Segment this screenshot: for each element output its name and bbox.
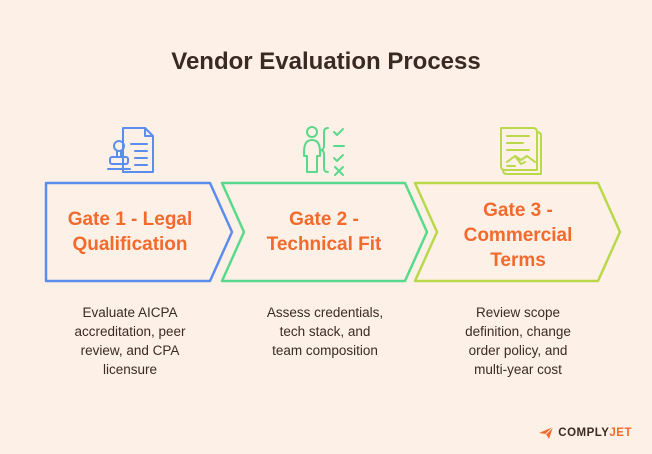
gate-3-label-line2: Commercial <box>463 225 573 246</box>
brand-name-part2: JET <box>609 427 632 439</box>
gate-1-chevron <box>44 181 234 283</box>
gate-3-description: Review scope definition, change order po… <box>433 303 603 379</box>
contract-handshake-icon <box>500 127 542 175</box>
person-checklist-icon <box>303 126 345 176</box>
gate-2-label-line1: Gate 2 - <box>289 209 359 230</box>
gate-2-description: Assess credentials, tech stack, and team… <box>240 303 410 360</box>
gate-1-label-line1: Gate 1 - Legal <box>67 209 193 230</box>
gate-1-desc-line: review, and CPA <box>80 343 180 358</box>
gate-2-chevron <box>220 181 429 283</box>
gate-1-desc-line: Evaluate AICPA <box>82 305 178 320</box>
gate-3-label-line3: Terms <box>490 250 546 271</box>
gate-2-label-line2: Technical Fit <box>266 234 382 255</box>
plane-icon <box>539 426 554 439</box>
gate-1-description: Evaluate AICPA accreditation, peer revie… <box>45 303 215 379</box>
diagram-title: Vendor Evaluation Process <box>171 48 481 75</box>
gate-2-label: Gate 2 - Technical Fit <box>234 207 414 257</box>
gate-3-desc-line: definition, change <box>465 324 571 339</box>
document-stamp-icon <box>107 127 154 173</box>
gate-3-chevron <box>413 181 622 283</box>
gate-1-desc-line: licensure <box>102 362 158 377</box>
gate-1-label: Gate 1 - Legal Qualification <box>40 207 220 257</box>
gate-1-desc-line: accreditation, peer <box>74 324 186 339</box>
gate-3-label-line1: Gate 3 - <box>483 200 553 221</box>
gate-2-desc-line: Assess credentials, <box>266 305 384 320</box>
gate-3-desc-line: order policy, and <box>468 343 568 358</box>
brand-name-part1: COMPLY <box>558 427 610 439</box>
gate-2-desc-line: tech stack, and <box>279 324 371 339</box>
gate-3-desc-line: multi-year cost <box>474 362 562 377</box>
gate-3-desc-line: Review scope <box>475 305 561 320</box>
gate-2-desc-line: team composition <box>272 343 378 358</box>
gate-1-label-line2: Qualification <box>72 234 188 255</box>
gate-3-label: Gate 3 - Commercial Terms <box>428 198 608 273</box>
